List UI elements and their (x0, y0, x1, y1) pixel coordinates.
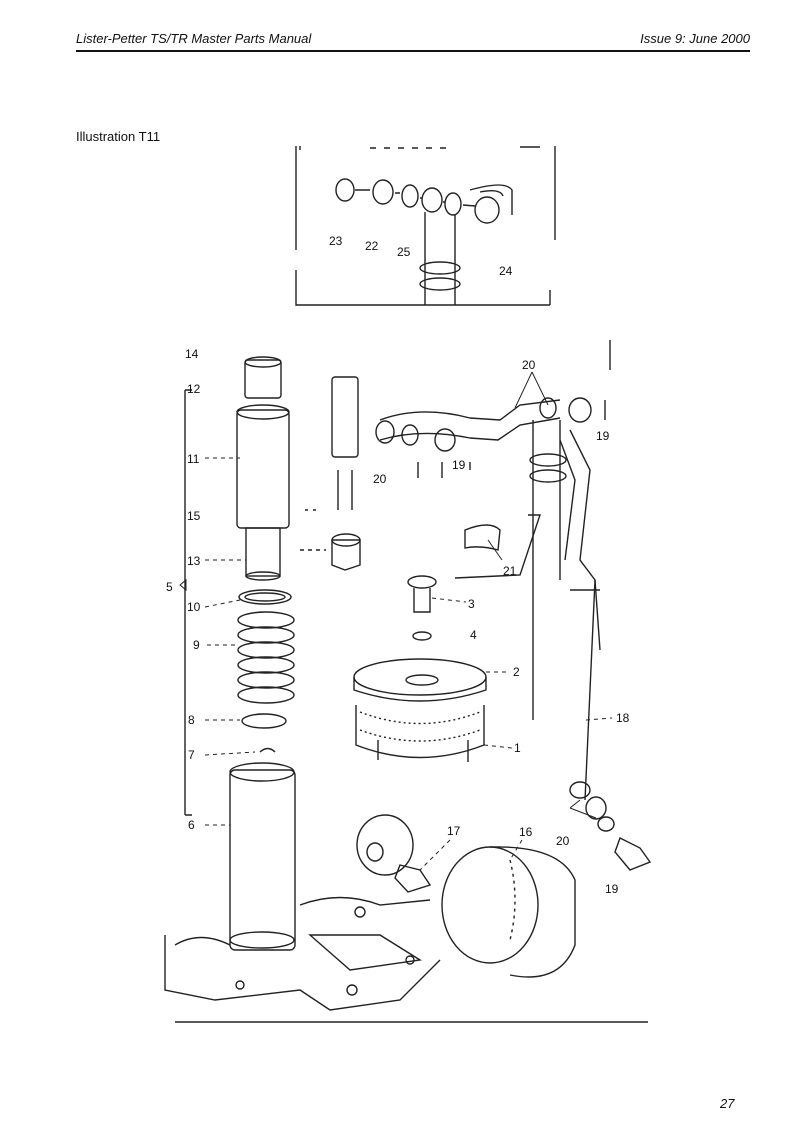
lower-fittings (569, 781, 652, 871)
callout-12: 12 (187, 382, 201, 396)
callout-10: 10 (187, 600, 201, 614)
pin-assembly (300, 376, 361, 571)
callout-5: 5 (166, 580, 173, 594)
callout-21: 21 (503, 564, 517, 578)
callout-20-left: 20 (373, 472, 387, 486)
callout-24: 24 (499, 264, 513, 278)
callout-23: 23 (329, 234, 343, 248)
illustration-caption: Illustration T11 (76, 129, 161, 144)
arrow-leaders (179, 371, 597, 819)
callout-2: 2 (513, 665, 520, 679)
callout-3: 3 (468, 597, 475, 611)
inset-callouts: 23 22 25 24 (329, 234, 513, 278)
page-number: 27 (720, 1096, 735, 1111)
leader-lines (204, 457, 613, 871)
callout-15: 15 (187, 509, 201, 523)
crankcase-base (164, 896, 648, 1023)
callout-6: 6 (188, 818, 195, 832)
callout-17: 17 (447, 824, 461, 838)
callout-18: 18 (616, 711, 630, 725)
main-callouts: 14 12 11 15 13 5 10 9 8 7 6 20 20 19 19 … (166, 347, 630, 896)
callout-19-right: 19 (596, 429, 610, 443)
issue-date: Issue 9: June 2000 (640, 31, 750, 46)
callout-25: 25 (397, 245, 411, 259)
callout-19-mid: 19 (452, 458, 466, 472)
manual-title: Lister-Petter TS/TR Master Parts Manual (76, 31, 312, 46)
callout-9: 9 (193, 638, 200, 652)
callout-19-bottom: 19 (605, 882, 619, 896)
callout-13: 13 (187, 554, 201, 568)
callout-11: 11 (187, 452, 200, 466)
callout-20-top: 20 (522, 358, 536, 372)
spring-stack (184, 356, 296, 951)
bolt-assembly (407, 575, 437, 641)
callout-20-bottom: 20 (556, 834, 570, 848)
filter-assembly (356, 814, 576, 978)
header-rule (76, 50, 750, 52)
callout-1: 1 (514, 741, 521, 755)
callout-14: 14 (185, 347, 199, 361)
callout-7: 7 (188, 748, 195, 762)
oil-pipe-assembly (375, 340, 611, 801)
callout-4: 4 (470, 628, 477, 642)
inset-diagram (295, 146, 556, 306)
page-header: Lister-Petter TS/TR Master Parts Manual … (76, 31, 750, 51)
callout-16: 16 (519, 825, 533, 839)
callout-22: 22 (365, 239, 379, 253)
strainer-assembly (353, 658, 487, 762)
callout-8: 8 (188, 713, 195, 727)
